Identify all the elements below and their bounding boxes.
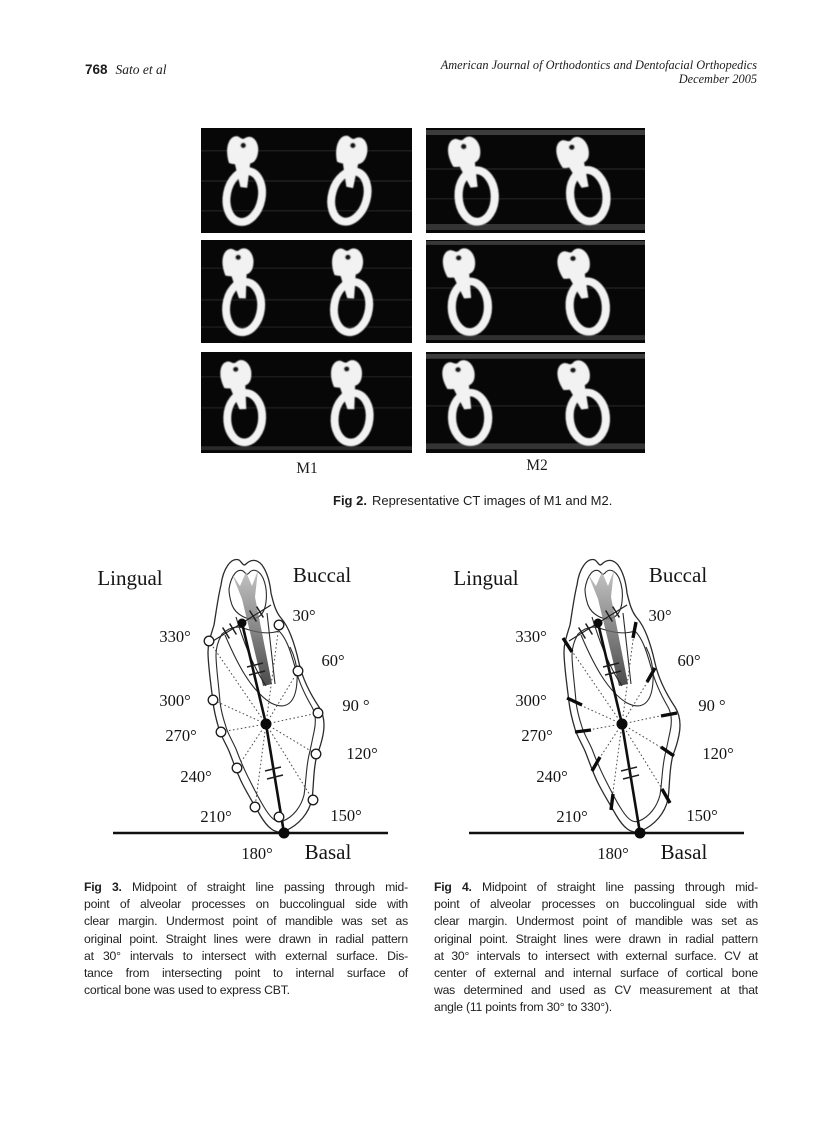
- fig2-caption-label: Fig 2.: [333, 493, 367, 508]
- angle-label-180: 180°: [597, 844, 628, 863]
- original-point-dot: [278, 827, 290, 839]
- fig4-caption-line: clear margin. Undermost point of mandibl…: [434, 914, 758, 929]
- angle-label-90: 90 °: [698, 696, 725, 715]
- fig3-caption-line: cortical bone was used to express CBT.: [84, 983, 290, 998]
- fig3-caption-line: original point. Straight lines were draw…: [84, 931, 408, 946]
- external-surface-outline: [563, 558, 681, 833]
- angle-label-240: 240°: [180, 767, 211, 786]
- angle-label-300: 300°: [159, 691, 190, 710]
- angle-label-120: 120°: [702, 744, 733, 763]
- fig4-caption-label: Fig 4.: [434, 880, 472, 894]
- fig2-panel-label-m2: M2: [526, 457, 548, 474]
- angle-label-30: 30°: [648, 606, 671, 625]
- angle-label-270: 270°: [165, 726, 196, 745]
- fig2-caption-text: Representative CT images of M1 and M2.: [371, 493, 613, 508]
- angle-label-150: 150°: [330, 806, 361, 825]
- ct-image-m2-slice3: [426, 352, 645, 453]
- angle-label-210: 210°: [200, 807, 231, 826]
- angle-label-90: 90 °: [342, 696, 369, 715]
- radial-lines: [208, 624, 319, 808]
- internal-surface-outline: [215, 626, 316, 823]
- pulp-shading: [232, 570, 272, 686]
- fig3-caption-line: tance from intersecting point to interna…: [84, 966, 408, 981]
- crown-inner-outline: [228, 569, 267, 620]
- ct-image-m2-slice2: [426, 240, 645, 343]
- running-authors: Sato et al: [115, 62, 167, 77]
- running-head-left: 768 Sato et al: [85, 62, 167, 78]
- journal-title: American Journal of Orthodontics and Den…: [440, 58, 757, 72]
- fig4-caption-line: Midpoint of straight line passing throug…: [482, 880, 758, 894]
- angle-label-270: 270°: [521, 726, 552, 745]
- angle-label-300: 300°: [515, 691, 546, 710]
- fig2-caption: Fig 2. Representative CT images of M1 and…: [333, 493, 612, 508]
- fig4-caption-line: point of alveolar processes on buccoling…: [434, 897, 758, 912]
- fig4-caption-line: original point. Straight lines were draw…: [434, 931, 758, 946]
- midpoint-hash-marks: [221, 606, 284, 780]
- fig4-diagram: Lingual Buccal 30° 60° 90 ° 120° 150° 18…: [441, 555, 756, 865]
- angle-label-120: 120°: [346, 744, 377, 763]
- fig4-caption-line: at 30° intervals to intersect with exter…: [434, 948, 758, 963]
- center-point-dot: [616, 718, 628, 730]
- fig3-caption-line: at 30° intervals to intersect with exter…: [84, 948, 408, 963]
- issue-date: December 2005: [678, 71, 757, 86]
- internal-surface-outline: [571, 626, 672, 823]
- fig3-caption-line: clear margin. Undermost point of mandibl…: [84, 914, 408, 929]
- fig4-caption: Fig 4. Midpoint of straight line passing…: [434, 879, 758, 1017]
- fig2-panel-label-m1: M1: [296, 460, 318, 477]
- buccal-label: Buccal: [293, 563, 351, 587]
- measurement-point-circles: [203, 619, 324, 823]
- buccal-label: Buccal: [649, 563, 707, 587]
- ct-image-m2-slice1: [426, 128, 645, 233]
- crown-inner-outline: [584, 569, 623, 620]
- pulp-shading: [588, 570, 628, 686]
- fig3-caption-line: Midpoint of straight line passing throug…: [132, 880, 408, 894]
- original-point-dot: [634, 827, 646, 839]
- lingual-label: Lingual: [453, 566, 518, 590]
- basal-label: Basal: [661, 840, 708, 864]
- basal-label: Basal: [305, 840, 352, 864]
- ct-image-m1-slice1: [201, 128, 412, 233]
- lingual-label: Lingual: [97, 566, 162, 590]
- fig3-diagram: Lingual Buccal 30° 60° 90 ° 120° 150° 18…: [85, 555, 400, 865]
- ct-image-m1-slice3: [201, 352, 412, 453]
- alveolar-socket-curve: [224, 634, 298, 707]
- fig4-caption-line: was determined and used as CV measuremen…: [434, 983, 758, 998]
- fig3-caption: Fig 3. Midpoint of straight line passing…: [84, 879, 408, 999]
- fig3-caption-label: Fig 3.: [84, 880, 122, 894]
- ct-image-m1-slice2: [201, 240, 412, 343]
- fig4-caption-line: center of external and internal surface …: [434, 966, 758, 981]
- page-number: 768: [85, 62, 108, 77]
- midpoint-hash-marks: [577, 606, 640, 780]
- center-point-dot: [260, 718, 272, 730]
- angle-label-330: 330°: [159, 627, 190, 646]
- running-head-right: American Journal of Orthodontics and Den…: [440, 58, 757, 87]
- angle-label-60: 60°: [321, 651, 344, 670]
- cv-measurement-ticks: [561, 621, 678, 811]
- angle-label-60: 60°: [677, 651, 700, 670]
- angle-label-210: 210°: [556, 807, 587, 826]
- alveolar-midpoint-dot: [237, 618, 247, 628]
- alveolar-midpoint-dot: [593, 618, 603, 628]
- fig3-caption-line: point of alveolar processes on buccoling…: [84, 897, 408, 912]
- angle-label-330: 330°: [515, 627, 546, 646]
- fig4-caption-line: angle (11 points from 30° to 330°).: [434, 1000, 612, 1015]
- angle-label-240: 240°: [536, 767, 567, 786]
- angle-label-150: 150°: [686, 806, 717, 825]
- alveolar-socket-curve: [580, 634, 654, 707]
- angle-label-30: 30°: [292, 606, 315, 625]
- angle-label-180: 180°: [241, 844, 272, 863]
